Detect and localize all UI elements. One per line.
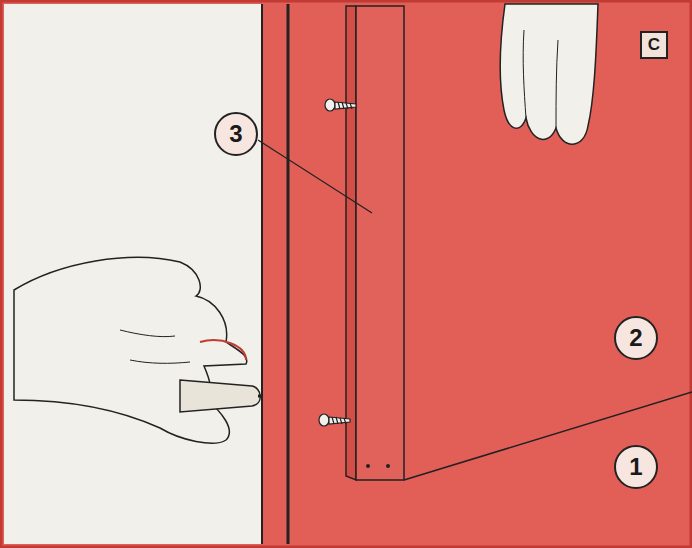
callout-circle: 3 [214,112,258,156]
thumb-outline [200,340,246,360]
wall-panel [4,4,262,544]
panel-edge [261,4,263,544]
screw [325,99,356,111]
callout-number: 1 [629,453,642,481]
screw [319,414,350,426]
leader-line [258,140,372,213]
callout-circle: 1 [614,445,658,489]
hole [386,464,390,468]
panel-letter: C [648,35,660,55]
callout-number: 3 [229,120,242,148]
board-front [356,6,404,480]
screwdriver-tip [258,395,263,398]
finger-line [523,30,558,128]
panel-edge [287,4,290,544]
callout-circle: 2 [614,316,658,360]
board-side [346,6,356,480]
hole [366,464,370,468]
screwdriver-handle [180,380,260,412]
hand [500,4,598,144]
panel-letter-box: C [640,31,668,59]
callout-number: 2 [629,324,642,352]
hand [14,257,247,443]
knuckle-line [120,330,190,363]
